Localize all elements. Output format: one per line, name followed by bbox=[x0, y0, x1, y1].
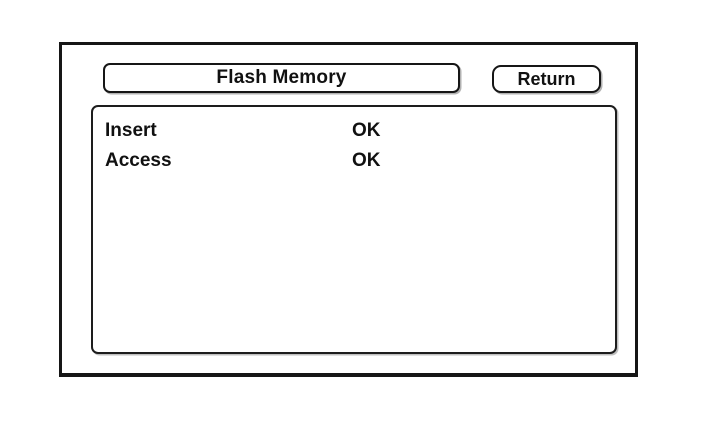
screen-frame: Flash Memory Return Insert OK Access OK bbox=[59, 42, 638, 377]
status-row-access: Access OK bbox=[93, 146, 615, 176]
status-panel: Insert OK Access OK bbox=[91, 105, 617, 354]
status-label-access: Access bbox=[105, 150, 172, 171]
status-label-insert: Insert bbox=[105, 120, 157, 141]
status-value-insert: OK bbox=[352, 120, 381, 141]
page-title: Flash Memory bbox=[103, 63, 460, 93]
status-value-access: OK bbox=[352, 150, 381, 171]
return-button[interactable]: Return bbox=[492, 65, 601, 93]
status-row-insert: Insert OK bbox=[93, 116, 615, 146]
